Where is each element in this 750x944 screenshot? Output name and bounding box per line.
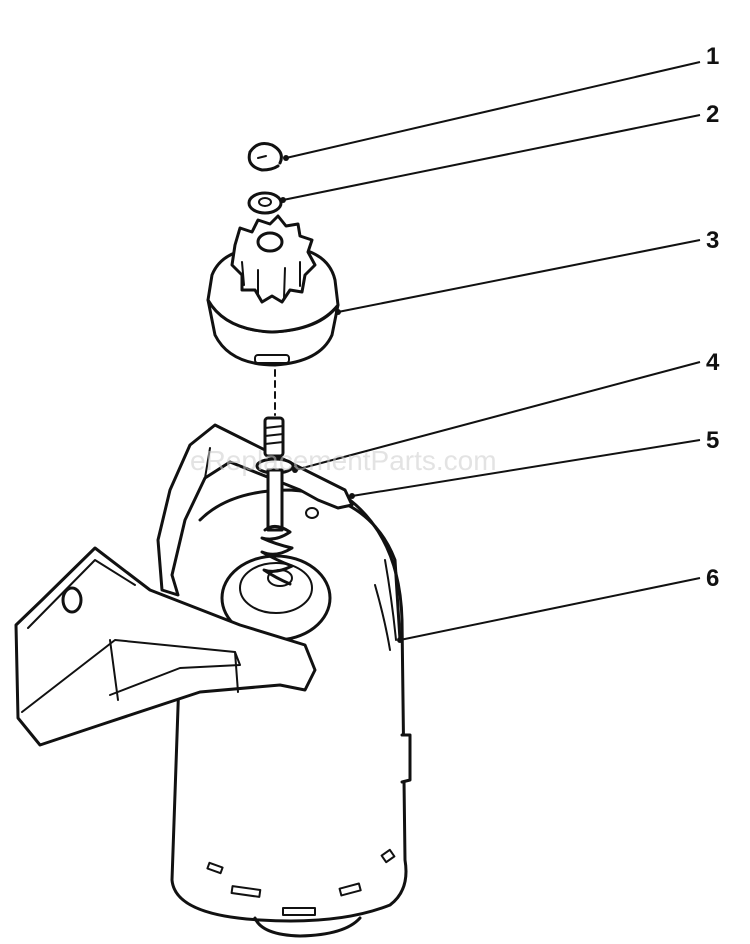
leader-5 xyxy=(351,439,701,497)
drive-shaft-spring xyxy=(255,369,295,586)
watermark-text: eReplacementParts.com xyxy=(190,445,497,476)
callout-numbers: 1 2 3 4 5 6 xyxy=(706,43,720,592)
pinion-gear xyxy=(206,214,340,367)
callout-1: 1 xyxy=(706,43,719,70)
callout-4: 4 xyxy=(706,349,720,376)
callout-3: 3 xyxy=(706,227,719,254)
leader-2 xyxy=(282,114,701,201)
callout-2: 2 xyxy=(706,101,719,128)
leader-6 xyxy=(399,577,701,641)
mounting-bracket xyxy=(14,423,354,747)
leader-1 xyxy=(285,61,701,159)
callout-6: 6 xyxy=(706,565,719,592)
retaining-ring xyxy=(247,142,283,172)
starter-motor-housing xyxy=(170,488,412,938)
leader-3 xyxy=(337,239,701,313)
washer xyxy=(247,191,283,215)
callout-5: 5 xyxy=(706,427,719,454)
leader-4 xyxy=(294,361,701,471)
leader-lines xyxy=(280,61,701,643)
